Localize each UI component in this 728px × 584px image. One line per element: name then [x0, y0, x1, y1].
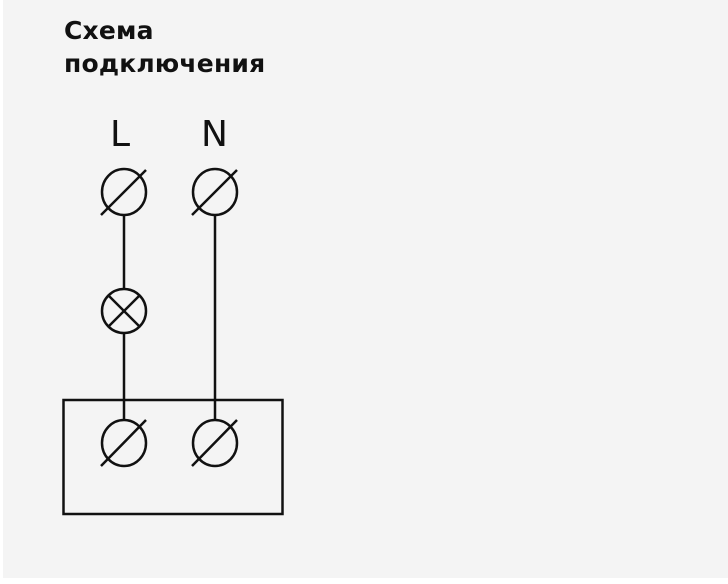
- lamp-icon: [100, 287, 148, 335]
- diagram-title: Схема подключения: [64, 14, 265, 80]
- title-line-1: Схема: [64, 16, 154, 45]
- device-box: [62, 398, 284, 516]
- label-n: N: [201, 114, 228, 155]
- label-l: L: [110, 114, 130, 155]
- terminal-l-device-icon: [100, 418, 148, 468]
- terminal-n-device-icon: [191, 418, 239, 468]
- title-line-2: подключения: [64, 49, 266, 78]
- terminal-l-top-icon: [100, 167, 148, 217]
- terminal-n-top-icon: [191, 167, 239, 217]
